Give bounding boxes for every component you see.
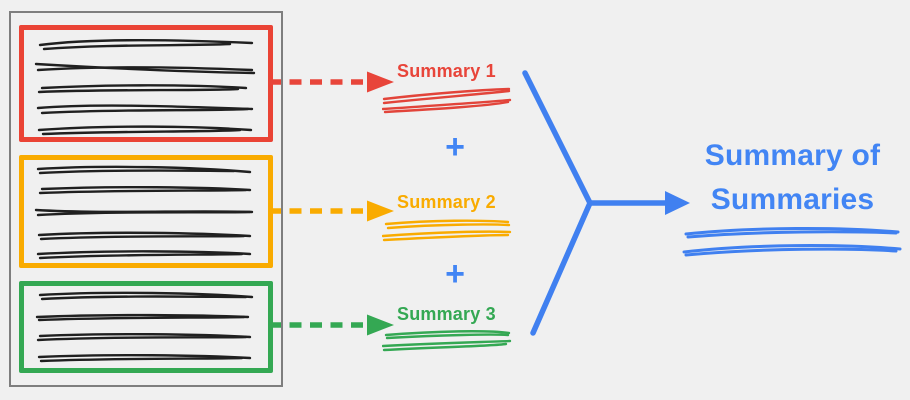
result-line-1: Summary of	[704, 139, 881, 172]
document-chunk-1	[19, 25, 273, 142]
map-arrow-1-icon	[269, 71, 394, 93]
plus-operator-1: +	[445, 128, 465, 166]
summary-3-scribble	[382, 330, 512, 352]
document-chunk-2	[19, 155, 273, 268]
chunk-1-text-scribbles	[34, 39, 256, 136]
summary-of-summaries-label: Summary of Summaries	[680, 134, 905, 222]
summary-1-label: Summary 1	[397, 61, 496, 81]
result-scribble	[682, 226, 902, 257]
summary-2-scribble	[382, 219, 512, 242]
plus-operator-2: +	[445, 255, 465, 293]
document-chunk-3	[19, 281, 273, 373]
source-document	[9, 11, 283, 387]
summary-3-label: Summary 3	[397, 304, 496, 324]
map-arrow-2-icon	[269, 200, 394, 222]
chunk-3-text-scribbles	[35, 291, 254, 363]
merge-arrow-icon	[522, 70, 690, 336]
result-line-2: Summaries	[710, 183, 875, 216]
map-arrow-3-icon	[269, 314, 394, 336]
chunk-2-text-scribbles	[34, 165, 254, 260]
summary-2-label: Summary 2	[397, 192, 496, 212]
summary-1-scribble	[382, 87, 512, 114]
